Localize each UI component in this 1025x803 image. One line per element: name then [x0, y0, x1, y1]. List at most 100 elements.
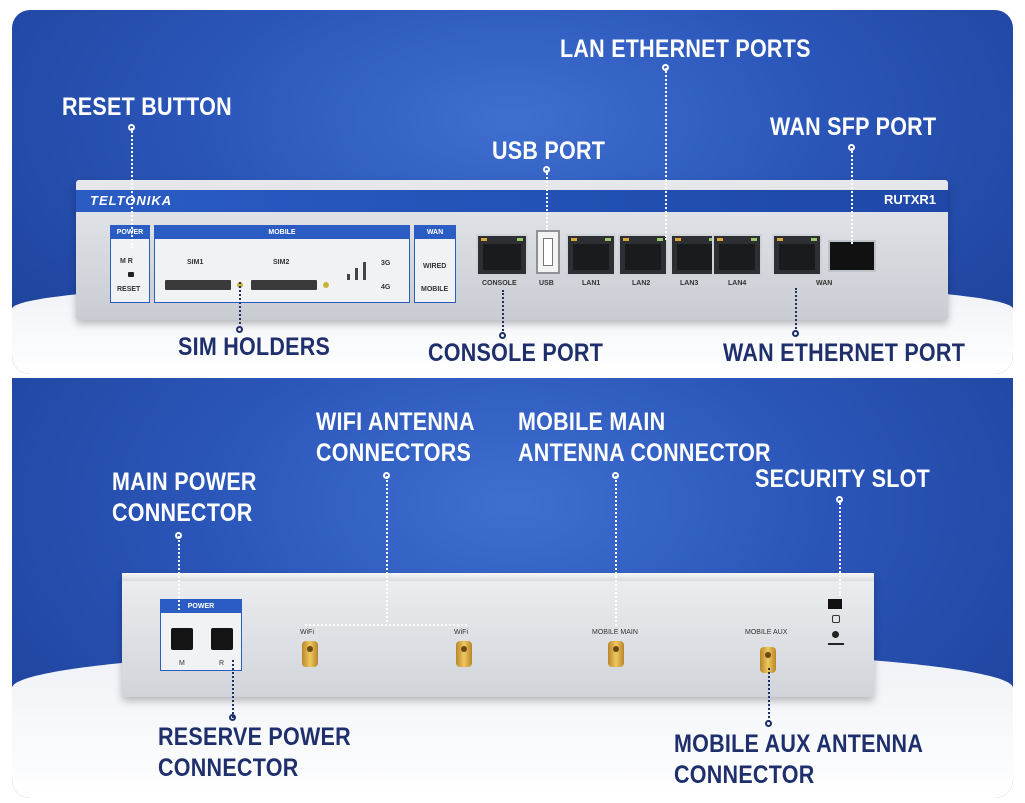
power-connector-box: POWER M R [160, 599, 242, 671]
power-box-header: POWER [161, 600, 241, 613]
security-slot[interactable] [828, 599, 842, 609]
lan3-label: LAN3 [680, 280, 699, 287]
callout-line [131, 128, 133, 248]
power-box-header: POWER [111, 226, 149, 239]
wifi2-antenna-connector[interactable] [456, 641, 472, 667]
power-leds-label: M R [120, 258, 133, 265]
callout-line [305, 624, 467, 626]
callout-pin [543, 166, 550, 173]
callout-pin [765, 720, 772, 727]
mobile-label: MOBILE [421, 286, 449, 293]
callout-line [546, 170, 548, 230]
callout-line [839, 500, 841, 596]
router-back: POWER M R WiFi WiFi MOBILE MAIN MOBILE A… [122, 573, 874, 697]
callout-pin [792, 330, 799, 337]
callout-pin [848, 144, 855, 151]
callout-line [768, 668, 770, 722]
callout-line [502, 290, 504, 334]
console-port[interactable] [476, 234, 528, 276]
callout-line [851, 148, 853, 244]
label-mobile-main-line1: MOBILE MAIN [518, 408, 666, 436]
label-reset-button: RESET BUTTON [62, 93, 232, 121]
callout-line [665, 68, 667, 240]
label-wan-sfp-port: WAN SFP PORT [770, 113, 937, 141]
lan2-label: LAN2 [632, 280, 651, 287]
callout-line [615, 476, 617, 626]
info-icon [832, 631, 839, 638]
sim2-label: SIM2 [273, 259, 290, 266]
label-sim-holders: SIM HOLDERS [178, 333, 331, 361]
sim1-holder[interactable] [165, 280, 231, 290]
wifi1-label: WiFi [300, 629, 314, 636]
mobile-main-antenna-connector[interactable] [608, 641, 624, 667]
reset-button[interactable] [128, 272, 134, 277]
reserve-power-connector[interactable] [211, 628, 233, 650]
label-usb-port: USB PORT [492, 137, 606, 165]
wan-status-box: WAN WIRED MOBILE [414, 225, 456, 303]
label-main-power-line2: CONNECTOR [112, 499, 253, 527]
lan4-port[interactable] [712, 234, 762, 276]
callout-pin [499, 332, 506, 339]
label-reserve-power-line2: CONNECTOR [158, 754, 299, 782]
signal-bar [355, 268, 358, 280]
net-3g-label: 3G [381, 260, 391, 267]
wifi2-label: WiFi [454, 629, 468, 636]
sim-led [323, 282, 329, 288]
lan2-port[interactable] [618, 234, 668, 276]
callout-line [386, 476, 388, 622]
label-mobile-aux-line1: MOBILE AUX ANTENNA [674, 730, 924, 758]
power-status-box: POWER M R RESET [110, 225, 150, 303]
lan4-label: LAN4 [728, 280, 747, 287]
wifi1-antenna-connector[interactable] [302, 641, 318, 667]
label-wifi-antenna-line1: WIFI ANTENNA [316, 408, 475, 436]
callout-line [239, 282, 241, 328]
sim2-holder[interactable] [251, 280, 317, 290]
brand-logo: TELTONIKA [90, 193, 173, 208]
ground-icon [828, 643, 844, 655]
lan1-port[interactable] [566, 234, 616, 276]
label-security-slot: SECURITY SLOT [755, 465, 930, 493]
label-mobile-main-line2: ANTENNA CONNECTOR [518, 439, 771, 467]
router-front: TELTONIKA RUTXR1 POWER M R RESET MOBILE … [76, 180, 948, 320]
back-top-edge [122, 573, 874, 581]
mobile-main-label: MOBILE MAIN [592, 629, 638, 636]
label-console-port: CONSOLE PORT [428, 339, 604, 367]
wan-sfp-port[interactable] [828, 240, 876, 272]
lock-icon [832, 615, 840, 623]
usb-port-label: USB [539, 280, 554, 287]
mobile-aux-antenna-connector[interactable] [760, 647, 776, 673]
callout-pin [229, 714, 236, 721]
brand-stripe: TELTONIKA RUTXR1 [76, 190, 948, 212]
net-4g-label: 4G [381, 284, 391, 291]
main-power-connector[interactable] [171, 628, 193, 650]
callout-pin [383, 472, 390, 479]
main-power-label: M [179, 660, 185, 667]
callout-pin [662, 64, 669, 71]
callout-pin [236, 326, 243, 333]
callout-line [178, 536, 180, 610]
wan-ethernet-port[interactable] [772, 234, 822, 276]
wan-box-header: WAN [415, 226, 455, 239]
label-lan-ethernet-ports: LAN ETHERNET PORTS [560, 35, 811, 63]
callout-pin [836, 496, 843, 503]
usb-port[interactable] [536, 230, 560, 274]
label-wifi-antenna-line2: CONNECTORS [316, 439, 472, 467]
reserve-power-label: R [219, 660, 225, 667]
label-main-power-line1: MAIN POWER [112, 468, 257, 496]
label-wan-ethernet-port: WAN ETHERNET PORT [723, 339, 966, 367]
mobile-status-box: MOBILE SIM1 SIM2 3G 4G [154, 225, 410, 303]
model-name: RUTXR1 [883, 192, 936, 207]
reset-label: RESET [117, 286, 141, 293]
wan-label: WAN [816, 280, 833, 287]
label-mobile-aux-line2: CONNECTOR [674, 761, 815, 789]
console-port-label: CONSOLE [482, 280, 517, 287]
callout-pin [128, 124, 135, 131]
callout-line [232, 660, 234, 718]
signal-bar [347, 274, 350, 280]
callout-line [795, 288, 797, 332]
label-reserve-power-line1: RESERVE POWER [158, 723, 351, 751]
mobile-box-header: MOBILE [155, 226, 409, 239]
callout-pin [612, 472, 619, 479]
lan1-label: LAN1 [582, 280, 601, 287]
sim1-label: SIM1 [187, 259, 204, 266]
